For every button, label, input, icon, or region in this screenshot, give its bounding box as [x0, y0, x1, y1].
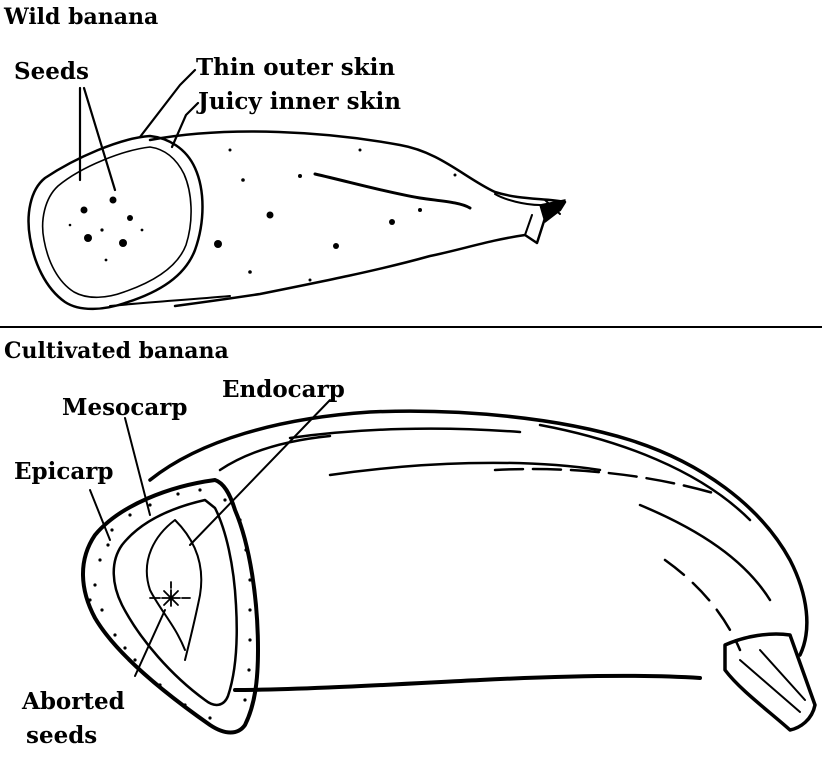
- cultivated-banana-title: Cultivated banana: [4, 340, 229, 362]
- cultivated-banana-illustration: [83, 400, 815, 733]
- wild-cut-face-inner: [43, 147, 191, 297]
- cultivated-stem-detail: [740, 650, 805, 712]
- wild-banana-title: Wild banana: [4, 6, 158, 28]
- wild-seeds: [69, 197, 144, 262]
- wild-leader-lines: [80, 70, 198, 190]
- wild-banana-body: [150, 132, 565, 306]
- label-epicarp: Epicarp: [14, 460, 113, 483]
- label-seeds: Seeds: [14, 60, 89, 83]
- label-thin-outer-skin: Thin outer skin: [196, 56, 395, 79]
- label-aborted-seeds-line1: Aborted: [22, 690, 125, 713]
- label-juicy-inner-skin: Juicy inner skin: [198, 90, 401, 113]
- cultivated-banana-top: [150, 411, 807, 655]
- wild-banana-stem-tip: [540, 200, 565, 222]
- wild-skin-speckles: [214, 149, 457, 282]
- label-aborted-seeds-line2: seeds: [26, 724, 97, 747]
- label-endocarp: Endocarp: [222, 378, 345, 401]
- cultivated-shading-lines: [220, 425, 770, 650]
- wild-skin-stripe: [315, 174, 470, 208]
- label-mesocarp: Mesocarp: [62, 396, 188, 419]
- cultivated-banana-bottom: [235, 676, 700, 690]
